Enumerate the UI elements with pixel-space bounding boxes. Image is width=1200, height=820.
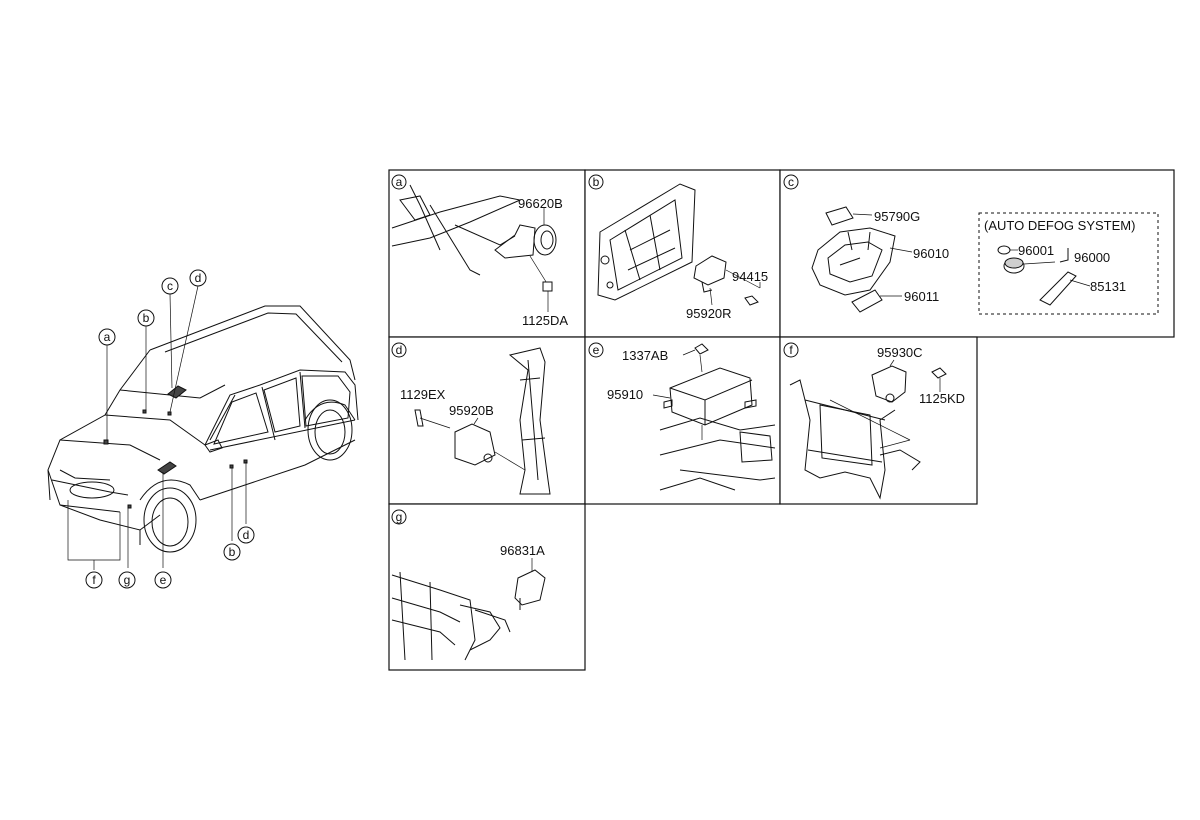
- panel-a-letter: a: [391, 174, 407, 190]
- panel-a: [388, 169, 586, 338]
- panel-b: [584, 169, 781, 338]
- part-96000: 96000: [1074, 250, 1110, 265]
- part-1125DA: 1125DA: [522, 313, 568, 328]
- part-96831A: 96831A: [500, 543, 545, 558]
- panel-c-letter: c: [783, 174, 799, 190]
- panel-c-content: c 95790G 96010 96011 (AUTO DEFOG SYSTEM)…: [783, 174, 1159, 315]
- callout-d-bottom: d: [237, 526, 255, 544]
- svg-text:a: a: [396, 175, 403, 189]
- callout-label: d: [195, 271, 202, 285]
- panel-b-letter: b: [588, 174, 604, 190]
- callout-label: c: [167, 279, 173, 293]
- auto-defog-box: [978, 212, 1159, 315]
- callout-label: b: [229, 545, 236, 559]
- svg-text:e: e: [593, 343, 600, 357]
- part-95790G: 95790G: [874, 209, 920, 224]
- vehicle-illustration: [47, 285, 359, 570]
- callout-e: e: [154, 571, 172, 589]
- part-95920B: 95920B: [449, 403, 494, 418]
- callout-label: f: [92, 573, 96, 587]
- part-95920R: 95920R: [686, 306, 732, 321]
- panel-d-letter: d: [391, 342, 407, 358]
- panel-g-letter: g: [391, 509, 407, 525]
- callout-f: f: [85, 571, 103, 589]
- panel-f-content: f 95930C 1125KD: [783, 342, 965, 500]
- panel-g: [388, 503, 586, 671]
- panel-b-content: b 94415 95920R: [588, 174, 768, 321]
- callout-d-top: d: [189, 269, 207, 287]
- svg-text:d: d: [396, 343, 403, 357]
- part-94415: 94415: [732, 269, 768, 284]
- callout-label: e: [160, 573, 167, 587]
- part-96001: 96001: [1018, 243, 1054, 258]
- callout-label: d: [243, 528, 250, 542]
- auto-defog-title: (AUTO DEFOG SYSTEM): [984, 218, 1135, 233]
- panel-e-content: e 1337AB 95910: [588, 342, 776, 491]
- callout-a: a: [98, 328, 116, 346]
- svg-text:g: g: [396, 510, 403, 524]
- panel-f-letter: f: [783, 342, 799, 358]
- panel-e-letter: e: [588, 342, 604, 358]
- svg-text:f: f: [789, 343, 793, 357]
- panel-e: [584, 336, 781, 505]
- callout-b-top: b: [137, 309, 155, 327]
- part-95910: 95910: [607, 387, 643, 402]
- callout-label: b: [143, 311, 150, 325]
- part-96011: 96011: [904, 289, 939, 304]
- panel-d: [388, 336, 586, 505]
- callout-b-bottom: b: [223, 543, 241, 561]
- part-1337AB: 1337AB: [622, 348, 668, 363]
- panel-g-content: g 96831A: [391, 509, 546, 661]
- callout-label: g: [124, 573, 131, 587]
- panel-a-content: a 96620B 1125DA: [391, 174, 568, 328]
- callout-g: g: [118, 571, 136, 589]
- part-1125KD: 1125KD: [919, 391, 965, 406]
- panel-d-content: d 1129EX 95920B: [391, 342, 551, 495]
- part-1129EX: 1129EX: [400, 387, 446, 402]
- part-96010: 96010: [913, 246, 949, 261]
- part-85131: 85131: [1090, 279, 1126, 294]
- svg-text:b: b: [593, 175, 600, 189]
- callout-label: a: [104, 330, 111, 344]
- part-96620B: 96620B: [518, 196, 563, 211]
- callout-c: c: [161, 277, 179, 295]
- panel-f: [779, 336, 978, 505]
- part-95930C: 95930C: [877, 345, 923, 360]
- svg-text:c: c: [788, 175, 794, 189]
